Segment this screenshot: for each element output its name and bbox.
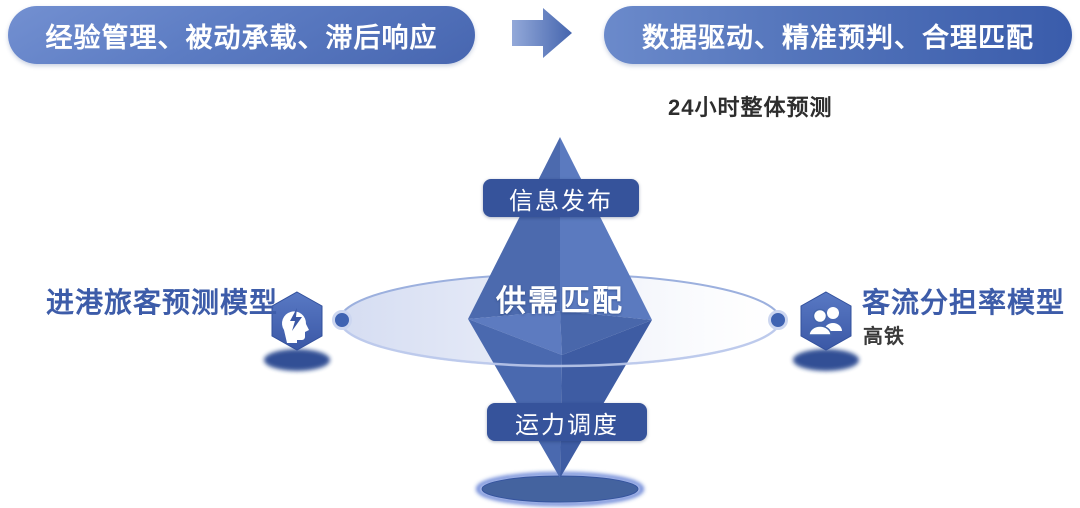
diamond-base-shadow — [481, 475, 639, 503]
capacity-dispatch-text: 运力调度 — [515, 411, 619, 439]
info-release-label: 信息发布 — [483, 179, 639, 217]
high-speed-rail-sublabel: 高铁 — [863, 326, 905, 348]
diamond-band-left-face — [468, 311, 562, 355]
right-connector-ring — [768, 310, 788, 330]
ai-head-lightning-icon — [282, 308, 309, 343]
capacity-dispatch-label: 运力调度 — [487, 403, 647, 441]
supply-demand-match-label: 供需匹配 — [496, 285, 624, 318]
hexagon-shape — [800, 291, 852, 351]
arrival-forecast-model-label: 进港旅客预测模型 — [46, 287, 279, 318]
info-release-text: 信息发布 — [509, 187, 613, 215]
diamond-band-right-face — [560, 311, 652, 355]
flow-share-model-label: 客流分担率模型 — [862, 287, 1066, 318]
right-model-badge — [793, 291, 859, 371]
platform-front-arc — [338, 319, 782, 368]
transform-arrow-icon — [508, 7, 576, 59]
people-icon — [808, 307, 842, 336]
left-connector-ring — [332, 310, 352, 330]
after-state-text: 数据驱动、精准预判、合理匹配 — [642, 22, 1034, 53]
before-state-text: 经验管理、被动承载、滞后响应 — [45, 22, 438, 53]
left-model-badge — [264, 291, 330, 371]
forecast-24h-annotation: 24小时整体预测 — [668, 95, 833, 120]
left-badge-shadow — [264, 349, 330, 371]
before-state-pill: 经验管理、被动承载、滞后响应 — [8, 6, 475, 64]
right-badge-shadow — [793, 349, 859, 371]
after-state-pill: 数据驱动、精准预判、合理匹配 — [604, 6, 1072, 64]
